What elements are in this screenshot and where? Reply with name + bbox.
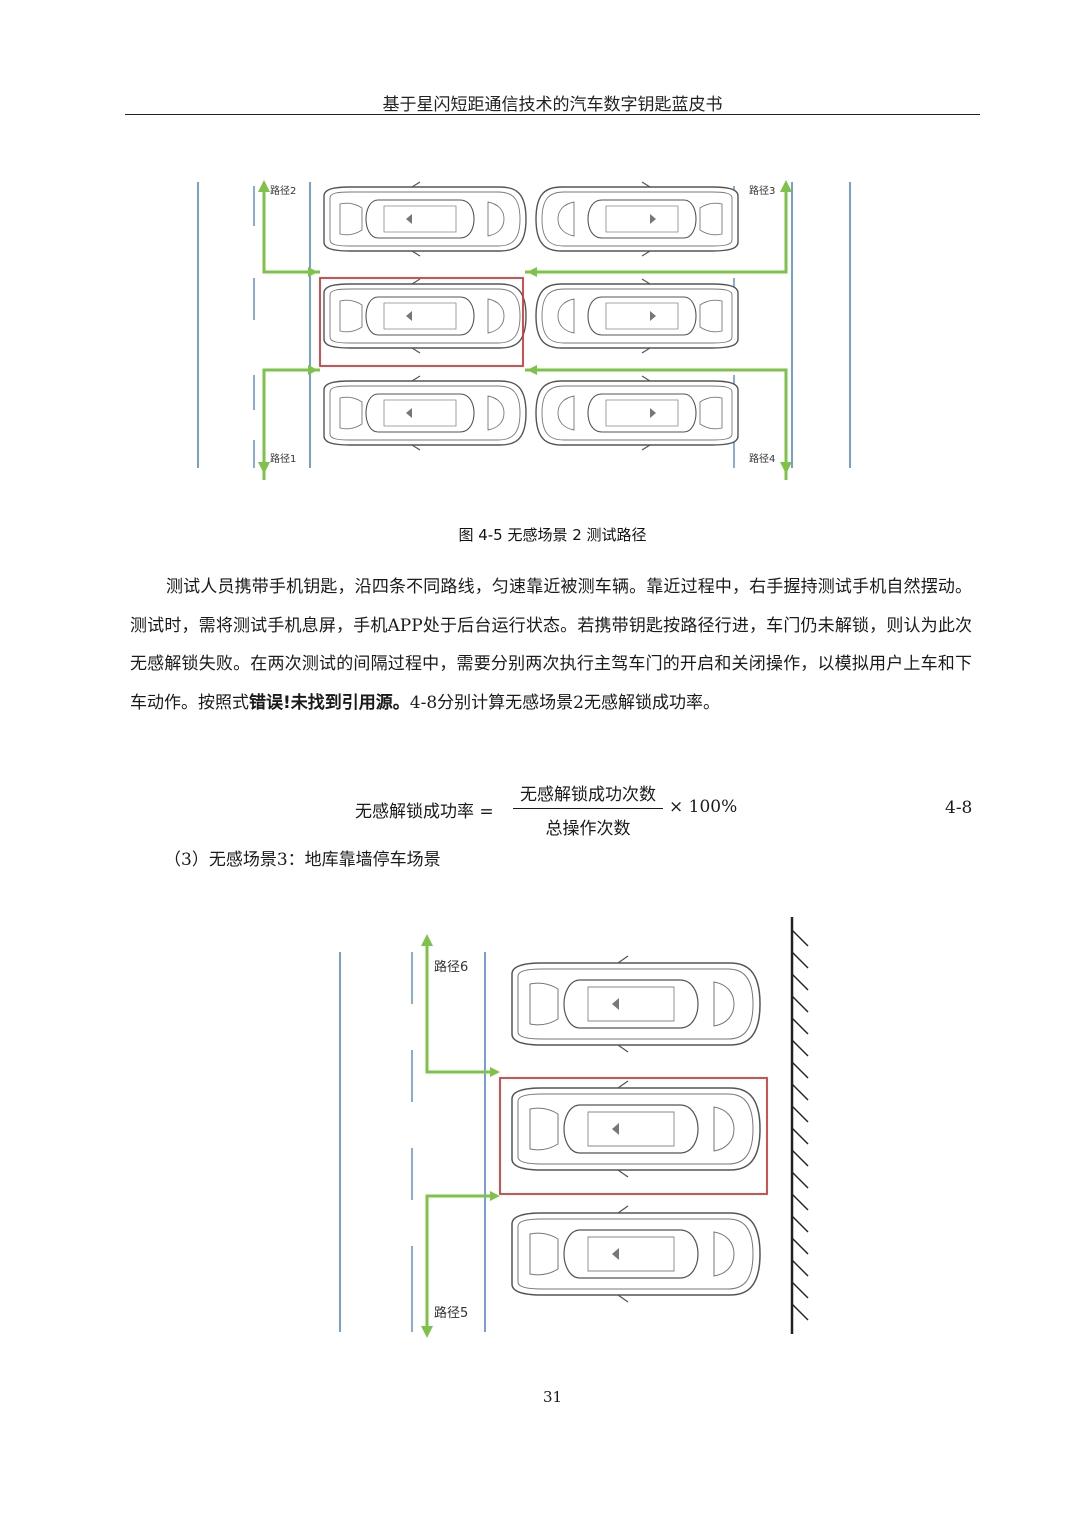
page-number: 31 (542, 1388, 563, 1406)
running-header-title: 基于星闪短距通信技术的汽车数字钥匙蓝皮书 (382, 95, 723, 115)
paragraph-text-1: 测试人员携带手机钥匙，沿四条不同路线，匀速靠近被测车辆。靠近过程中，右手握持测试… (130, 577, 972, 713)
formula-denominator: 总操作次数 (545, 819, 631, 839)
paragraph-text-2: 4-8分别计算无感场景2无感解锁成功率。 (409, 692, 720, 713)
path-3-label: 路径3 (749, 186, 776, 197)
figure-4-5-drawing (197, 180, 851, 480)
path-6-label: 路径6 (434, 960, 469, 975)
formula-rhs: × 100% (669, 797, 738, 817)
header-rule (125, 114, 980, 115)
figure-scenario-3-paths: 路径6 路径5 (330, 912, 820, 1342)
formula-number: 4-8 (945, 798, 973, 818)
figure-4-5-caption: 图 4-5 无感场景 2 测试路径 (458, 526, 647, 544)
formula-lhs: 无感解锁成功率 = (355, 802, 494, 822)
formula-fraction: 无感解锁成功次数 总操作次数 (513, 780, 663, 839)
formula-4-8: 无感解锁成功率 = 无感解锁成功次数 总操作次数 × 100% (355, 780, 755, 840)
path-1-label: 路径1 (270, 454, 297, 465)
path-4-label: 路径4 (749, 454, 776, 465)
subsection-heading: （3）无感场景3：地库靠墙停车场景 (164, 850, 441, 870)
formula-numerator: 无感解锁成功次数 (513, 780, 663, 809)
figure-scenario-3-drawing (339, 917, 809, 1338)
path-2-label: 路径2 (270, 186, 297, 197)
figure-4-5-test-paths: 路径2 路径3 路径1 路径4 (190, 170, 860, 480)
body-paragraph: 测试人员携带手机钥匙，沿四条不同路线，匀速靠近被测车辆。靠近过程中，右手握持测试… (130, 568, 972, 722)
reference-error-text: 错误!未找到引用源。 (249, 692, 410, 713)
path-5-label: 路径5 (434, 1306, 469, 1321)
